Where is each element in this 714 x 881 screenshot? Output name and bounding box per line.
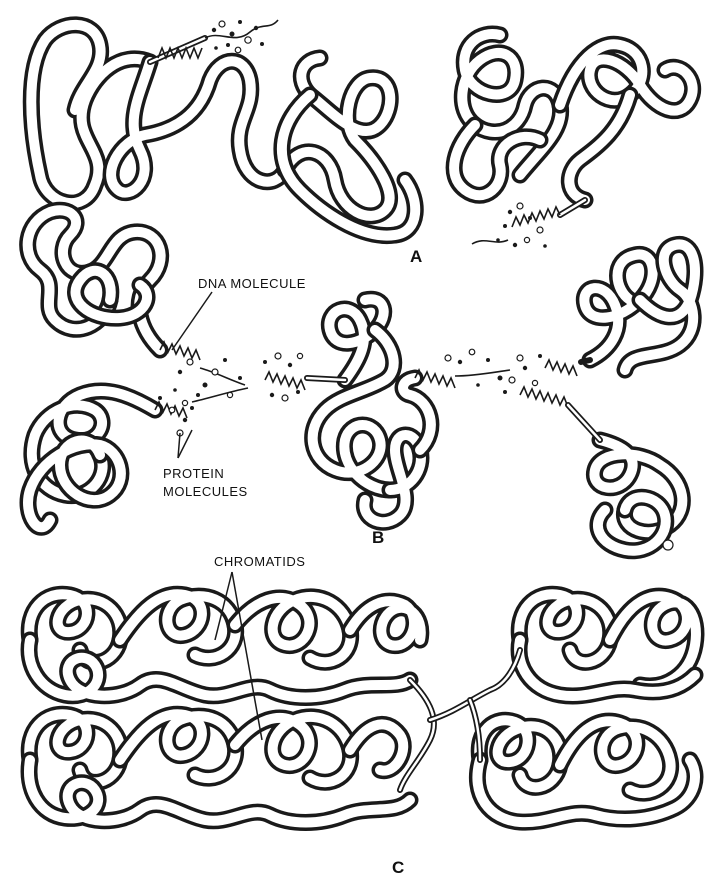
panel-b-lower-left-coil	[28, 391, 155, 527]
dna-molecule-label: DNA MOLECULE	[198, 276, 306, 291]
panel-c-lower-left-chromatid	[29, 714, 410, 822]
panel-b-small-loop	[663, 540, 673, 550]
panel-c-lower-right-chromatid	[477, 720, 695, 822]
panel-b-lower-right-coil	[594, 440, 682, 551]
protein-label-line2: MOLECULES	[163, 484, 248, 499]
panel-a-dna-strand	[150, 20, 278, 62]
protein-label-line1: PROTEIN	[163, 466, 224, 481]
protein-molecules-callout: PROTEIN MOLECULES	[163, 430, 248, 499]
panel-b-center-coil	[313, 299, 431, 522]
panel-b-upper-right-coil	[584, 244, 695, 370]
panel-a-right-coil	[454, 34, 693, 200]
panel-b-chromatin: DNA MOLECULE PROTEIN MOLECULES B	[28, 210, 695, 551]
panel-c-letter: C	[392, 858, 404, 877]
panel-a-letter: A	[410, 247, 422, 266]
panel-c-upper-right-chromatid	[519, 594, 696, 696]
panel-b-letter: B	[372, 528, 384, 547]
panel-b-upper-left-coil	[28, 210, 161, 350]
dna-molecule-callout: DNA MOLECULE	[172, 276, 306, 350]
panel-c-upper-left-chromatid	[29, 594, 421, 697]
panel-c-chromatin: CHROMATIDS C	[29, 554, 696, 877]
chromatids-label: CHROMATIDS	[214, 554, 305, 569]
panel-a-left-coil	[31, 25, 415, 236]
